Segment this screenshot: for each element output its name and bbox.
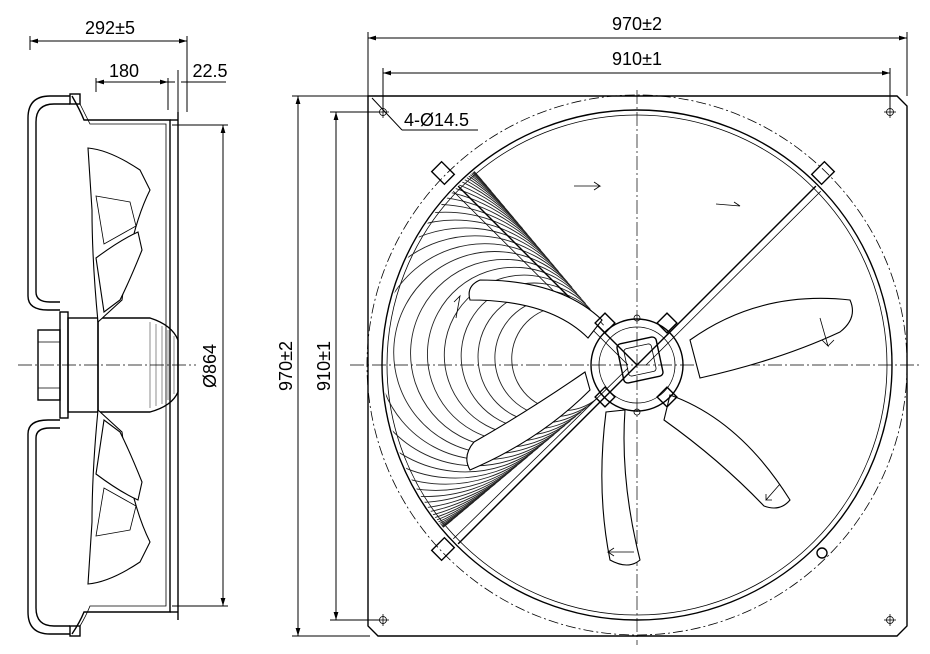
dim-side-flange-offset: 22.5: [192, 61, 227, 81]
guard-ring: [384, 112, 492, 565]
guard-ring: [384, 141, 510, 540]
guard-ring: [384, 219, 555, 479]
mounting-panel: [367, 95, 908, 637]
dim-mount-holes: 4-Ø14.5: [404, 110, 469, 130]
front-view: 970±2 910±1 970±2 910±1 4-Ø14.5: [276, 14, 920, 645]
guard-ring: [384, 227, 559, 473]
dim-side-ring-diameter: Ø864: [200, 344, 220, 388]
guard-ring: [384, 204, 546, 491]
dim-side-mount-depth: 180: [109, 61, 139, 81]
guard-ring: [384, 117, 496, 559]
fan-blades: [453, 181, 853, 566]
guard-ring: [384, 211, 550, 485]
guard-ring: [384, 125, 501, 553]
dim-front-overall-height: 970±2: [276, 341, 296, 391]
side-view: 292±5 180 22.5 Ø864: [18, 18, 228, 637]
dim-front-overall-width: 970±2: [612, 14, 662, 34]
mounting-hole-icon: [377, 106, 896, 626]
motor-hub: [590, 314, 684, 416]
dim-front-hole-spacing-height: 910±1: [314, 341, 334, 391]
dim-side-overall-depth: 292±5: [85, 18, 135, 38]
guard-bracket-icon: [430, 160, 836, 562]
dim-front-hole-spacing-width: 910±1: [612, 49, 662, 69]
